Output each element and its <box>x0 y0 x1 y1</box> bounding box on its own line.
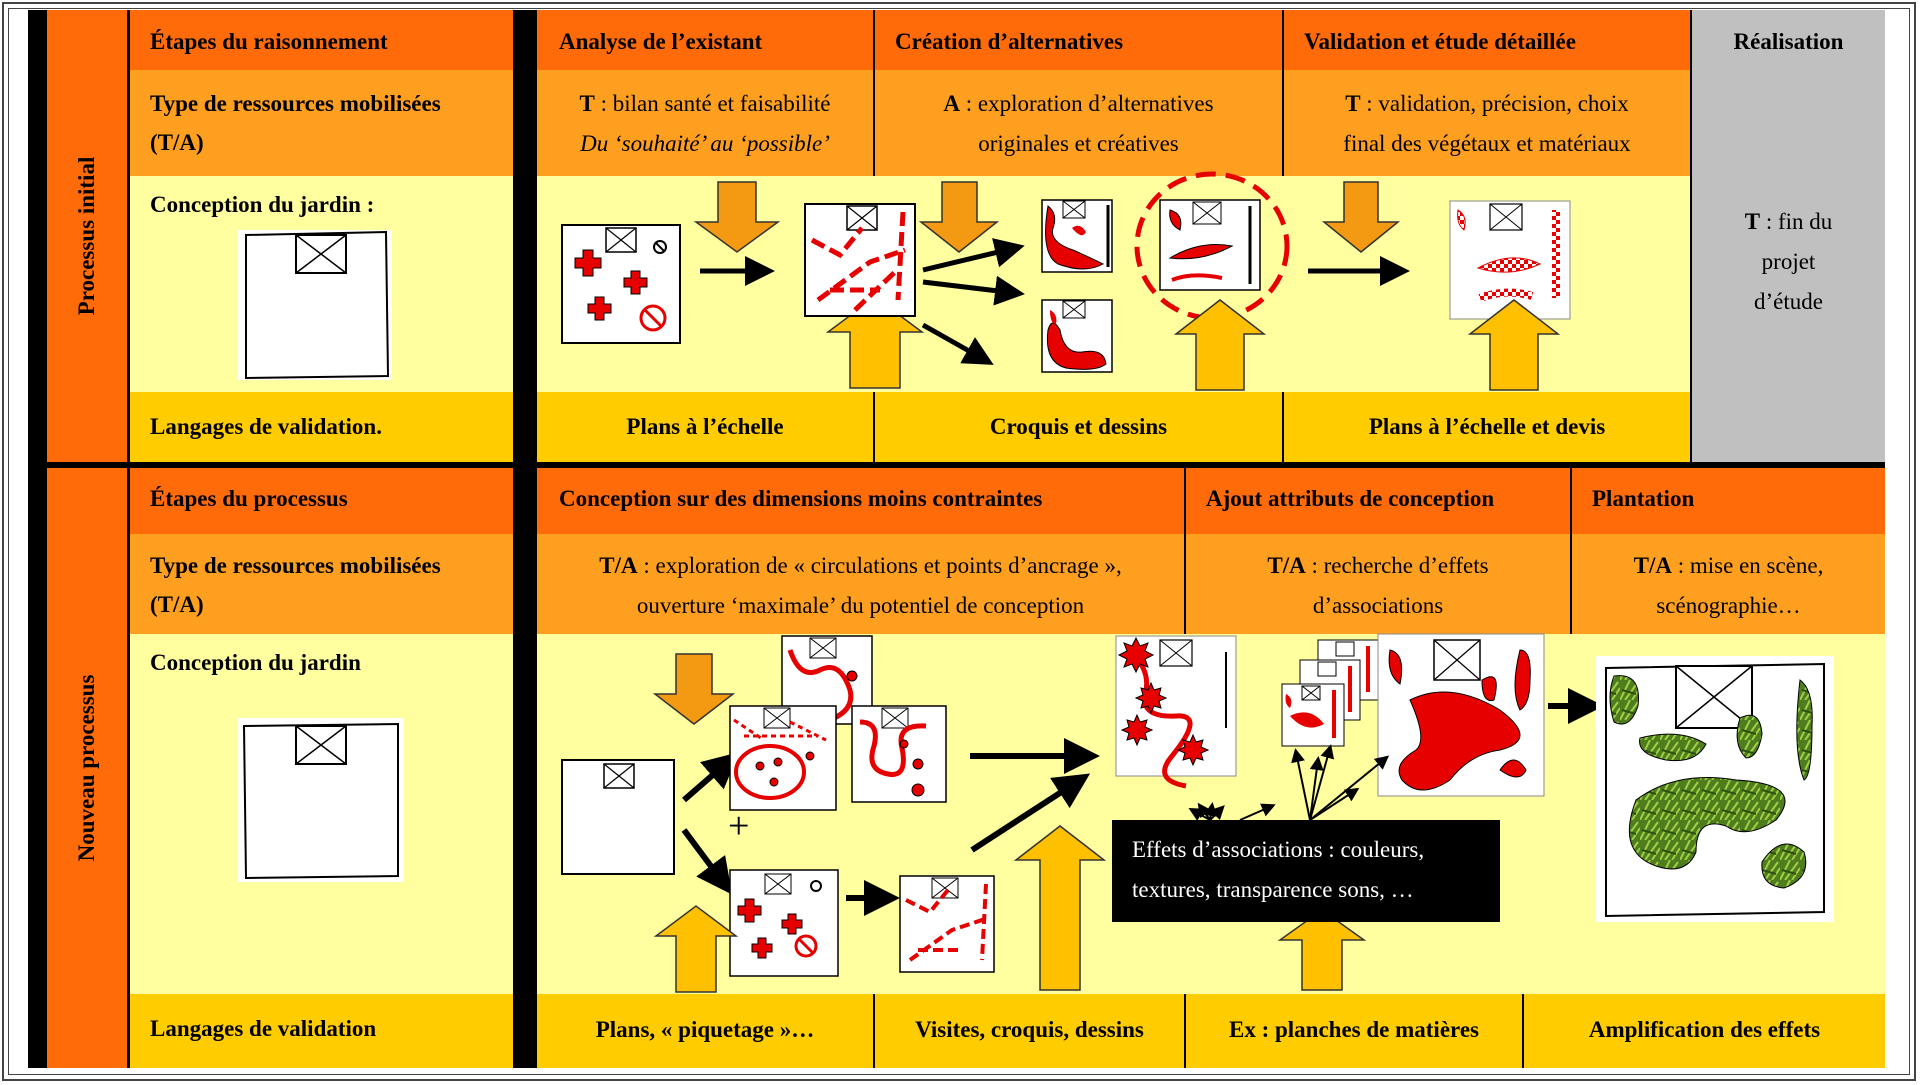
down-arrow-icon <box>693 181 781 253</box>
top-header-validation: Validation et étude détaillée <box>1284 10 1690 70</box>
top-resources-label: Type de ressources mobilisées(T/A) <box>130 70 513 176</box>
up-arrow-icon <box>1173 299 1267 391</box>
top-language-plans-estimate: Plans à l’échelle et devis <box>1284 392 1690 462</box>
arrow-icon <box>922 238 1025 273</box>
top-resource-validation: T : validation, précision, choix final d… <box>1284 70 1690 176</box>
bottom-header-attributes: Ajout attributs de conception <box>1186 468 1570 534</box>
analysis-plan-icon <box>561 224 681 344</box>
anchor-plan-icon <box>1115 635 1237 789</box>
bottom-language-plans: Plans, « piquetage »… <box>537 994 873 1068</box>
association-plan-icon <box>1281 683 1345 747</box>
top-resource-creation: A : exploration d’alternatives originale… <box>875 70 1282 176</box>
up-arrow-icon <box>653 905 739 993</box>
selected-alternative-icon <box>1134 171 1290 321</box>
bottom-languages-label: Langages de validation <box>130 994 513 1068</box>
plus-sign: + <box>728 805 749 847</box>
arrow-icon <box>921 322 994 365</box>
arrow-icon <box>681 828 733 895</box>
circulation-plan-icon <box>851 705 947 803</box>
top-side-label: Processus initial <box>47 10 127 462</box>
analysis-plan-icon <box>729 869 839 977</box>
up-arrow-icon <box>1277 909 1367 991</box>
bottom-steps-label: Étapes du processus <box>130 468 513 534</box>
up-arrow-icon <box>1013 825 1107 991</box>
alternative-plan-icon <box>1041 299 1113 373</box>
arrow-icon <box>682 752 740 803</box>
down-arrow-icon <box>652 653 736 725</box>
inner-frame <box>8 8 1910 1075</box>
bottom-language-visits: Visites, croquis, dessins <box>875 994 1184 1068</box>
connector-lines <box>1188 744 1390 821</box>
top-resource-analyse: T : bilan santé et faisabilité Du ‘souha… <box>537 70 873 176</box>
site-plan-icon <box>561 759 675 875</box>
up-arrow-icon <box>1467 299 1561 391</box>
survey-plan-icon <box>804 203 916 317</box>
circulation-plan-icon <box>729 705 837 811</box>
association-plan-large-icon <box>1377 633 1545 797</box>
effects-note: Effets d’associations : couleurs, textur… <box>1112 820 1500 922</box>
bottom-resources-label: Type de ressources mobilisées(T/A) <box>130 534 513 634</box>
top-header-creation: Création d’alternatives <box>875 10 1282 70</box>
empty-plan-icon <box>238 230 392 380</box>
top-realisation-note: T : fin du projet d’étude <box>1692 70 1885 462</box>
arrow-icon <box>922 275 1025 306</box>
bottom-language-materials: Ex : planches de matières <box>1186 994 1522 1068</box>
bottom-header-conception: Conception sur des dimensions moins cont… <box>537 468 1184 534</box>
bottom-header-plantation: Plantation <box>1572 468 1885 534</box>
top-steps-label: Étapes du raisonnement <box>130 10 513 70</box>
down-arrow-icon <box>1321 181 1401 253</box>
bottom-resource-conception: T/A : exploration de « circulations et p… <box>537 534 1184 634</box>
bottom-language-amplification: Amplification des effets <box>1524 994 1885 1068</box>
top-language-plans: Plans à l’échelle <box>537 392 873 462</box>
empty-plan-icon <box>238 718 404 882</box>
plantation-plan-icon <box>1596 656 1834 922</box>
down-arrow-icon <box>918 181 1000 253</box>
bottom-resource-plantation: T/A : mise en scène, scénographie… <box>1572 534 1885 634</box>
detailed-plan-icon <box>1449 200 1571 320</box>
alternative-plan-icon <box>1041 199 1113 273</box>
survey-plan-icon <box>899 875 995 973</box>
top-header-analyse: Analyse de l’existant <box>537 10 873 70</box>
bottom-resource-attributes: T/A : recherche d’effets d’associations <box>1186 534 1570 634</box>
top-language-sketches: Croquis et dessins <box>875 392 1282 462</box>
bottom-side-label: Nouveau processus <box>47 468 127 1068</box>
top-languages-label: Langages de validation. <box>130 392 513 462</box>
top-header-realisation: Réalisation <box>1692 10 1885 70</box>
arrow-icon <box>970 773 1091 853</box>
